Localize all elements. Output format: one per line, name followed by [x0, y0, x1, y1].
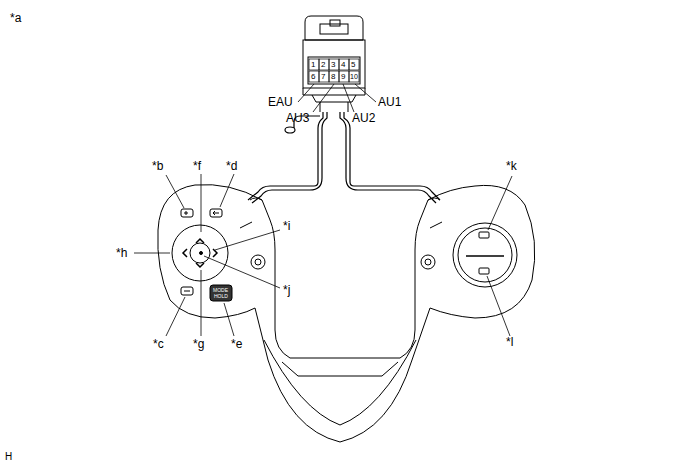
- pin-cell: [349, 59, 359, 70]
- button-text: MODE: [213, 288, 228, 293]
- pin-number: 2: [321, 61, 325, 69]
- connector: [303, 16, 365, 112]
- signal-name: EAU: [268, 96, 293, 108]
- pin-cell: [309, 59, 319, 70]
- signal-name: AU2: [352, 112, 375, 124]
- pin-cell: [309, 71, 319, 82]
- pin-number: 4: [341, 61, 345, 69]
- left-switch: [172, 209, 232, 301]
- button-text: HOLD: [214, 294, 228, 299]
- pin-grid: [309, 59, 359, 82]
- pin-number: 9: [341, 73, 345, 81]
- callout-number: *b: [152, 160, 163, 172]
- callout-number: *h: [116, 247, 127, 259]
- figure-code: H: [5, 452, 12, 462]
- steering-spoke: [158, 185, 535, 442]
- pin-number: 8: [331, 73, 335, 81]
- callout-number: *d: [226, 160, 237, 172]
- right-switch: [453, 223, 517, 287]
- callout-number: *i: [283, 220, 290, 232]
- callout-number: *f: [193, 160, 201, 172]
- pin-cell: [349, 71, 359, 82]
- pin-cell: [319, 71, 329, 82]
- figure-id: *a: [10, 12, 21, 24]
- pin-cell: [329, 71, 339, 82]
- callout-number: *c: [153, 338, 164, 350]
- wire-harness: [248, 112, 440, 203]
- pin-number: 6: [311, 73, 315, 81]
- pin-cell: [339, 59, 349, 70]
- pin-number: 3: [331, 61, 335, 69]
- signal-name: AU1: [378, 96, 401, 108]
- pin-number: 1: [311, 61, 315, 69]
- pin-cell: [319, 59, 329, 70]
- callout-number: *k: [506, 160, 517, 172]
- leader-lines: [134, 84, 512, 336]
- pin-number: 10: [350, 73, 358, 80]
- signal-name: AU3: [286, 112, 309, 124]
- callout-number: *l: [506, 336, 513, 348]
- callout-number: *j: [283, 284, 290, 296]
- pin-number: 5: [351, 61, 355, 69]
- pin-cell: [329, 59, 339, 70]
- callout-number: *g: [193, 338, 204, 350]
- callout-number: *e: [231, 338, 242, 350]
- pin-number: 7: [321, 73, 325, 81]
- pin-cell: [339, 71, 349, 82]
